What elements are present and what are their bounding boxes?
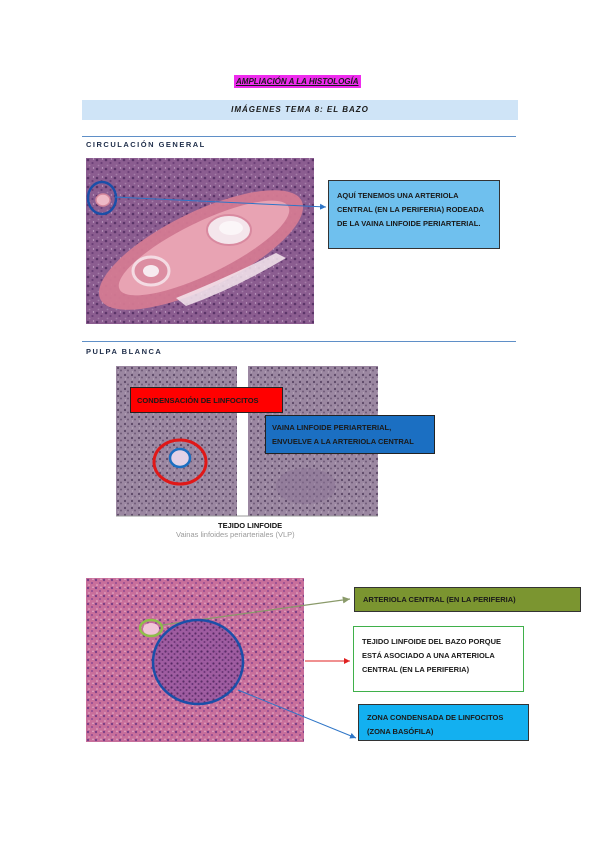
document-title-bar: IMÁGENES TEMA 8: EL BAZO xyxy=(82,100,518,120)
section-divider xyxy=(82,136,516,137)
annotation-tejido-linfoide-bazo: TEJIDO LINFOIDE DEL BAZO PORQUE ESTÁ ASO… xyxy=(353,626,524,692)
caption-vlp: Vainas linfoides periarteriales (VLP) xyxy=(176,530,295,539)
document-top-title: AMPLIACIÓN A LA HISTOLOGÍA xyxy=(234,75,361,88)
annotation-vaina-linfoide: VAINA LINFOIDE PERIARTERIAL, ENVUELVE A … xyxy=(265,415,435,454)
annotation-arteriola-central: AQUÍ TENEMOS UNA ARTERIOLA CENTRAL (EN L… xyxy=(328,180,500,249)
section-heading-pulpa: PULPA BLANCA xyxy=(86,347,163,356)
annotation-condensacion-linfocitos: CONDENSACIÓN DE LINFOCITOS xyxy=(130,387,283,413)
annotation-zona-condensada: ZONA CONDENSADA DE LINFOCITOS (ZONA BASÓ… xyxy=(358,704,529,741)
microscopy-image-white-pulp xyxy=(86,578,304,742)
microscopy-image-artery xyxy=(86,158,314,324)
section-heading-circulacion: CIRCULACIÓN GENERAL xyxy=(86,140,206,149)
label-tejido-linfoide: TEJIDO LINFOIDE xyxy=(218,521,283,530)
section-divider xyxy=(82,341,516,342)
annotation-arteriola-periferia: ARTERIOLA CENTRAL (EN LA PERIFERIA) xyxy=(354,587,581,612)
